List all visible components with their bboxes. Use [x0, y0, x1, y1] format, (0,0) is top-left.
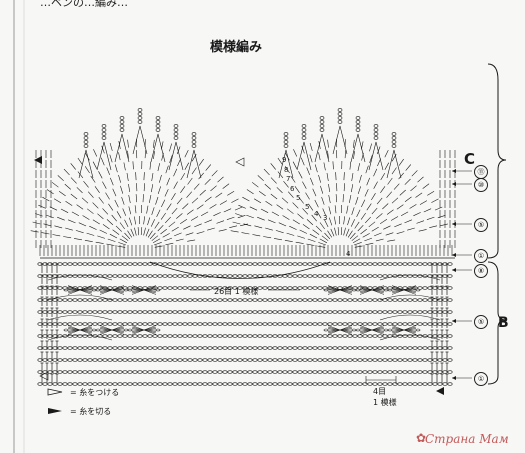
diagram-title: 模様編み — [210, 40, 263, 55]
row-number-c-1: ① — [474, 249, 488, 263]
cut-off-heading: …ベンの…編み… — [40, 0, 128, 9]
legend-cut-yarn: = 糸を切る — [70, 407, 112, 416]
row-number-b-8: ⑧ — [474, 264, 488, 278]
legend-attach-yarn: = 糸をつける — [70, 388, 120, 397]
center-row-5a: 5 — [305, 203, 310, 211]
watermark-star-icon: ✿ — [416, 431, 427, 445]
repeat-4-label: 1 模様 — [373, 398, 397, 407]
center-row-3: 3 — [323, 214, 328, 222]
row-number-c-5: ⑤ — [474, 218, 488, 232]
center-row-8: 8 — [284, 166, 289, 174]
center-row-6: 6 — [290, 185, 295, 193]
repeat-26-label: 26目 1 模様 — [214, 287, 259, 296]
watermark: Страна Мам — [425, 432, 509, 446]
center-row-9: 9 — [282, 156, 287, 164]
row-number-b-1: ① — [474, 372, 488, 386]
section-label-c: C — [464, 150, 476, 168]
row-number-c-11: ⑪ — [474, 165, 488, 179]
center-row-5b: 5 — [296, 194, 301, 202]
center-row-4b: 4 — [314, 210, 319, 218]
section-label-b: B — [498, 315, 509, 331]
row-number-c-10: ⑩ — [474, 178, 488, 192]
center-row-7: 7 — [286, 175, 291, 183]
row-number-b-5: ⑤ — [474, 315, 488, 329]
center-row-4: 4 — [346, 250, 351, 258]
repeat-4-count: 4目 — [373, 387, 387, 396]
